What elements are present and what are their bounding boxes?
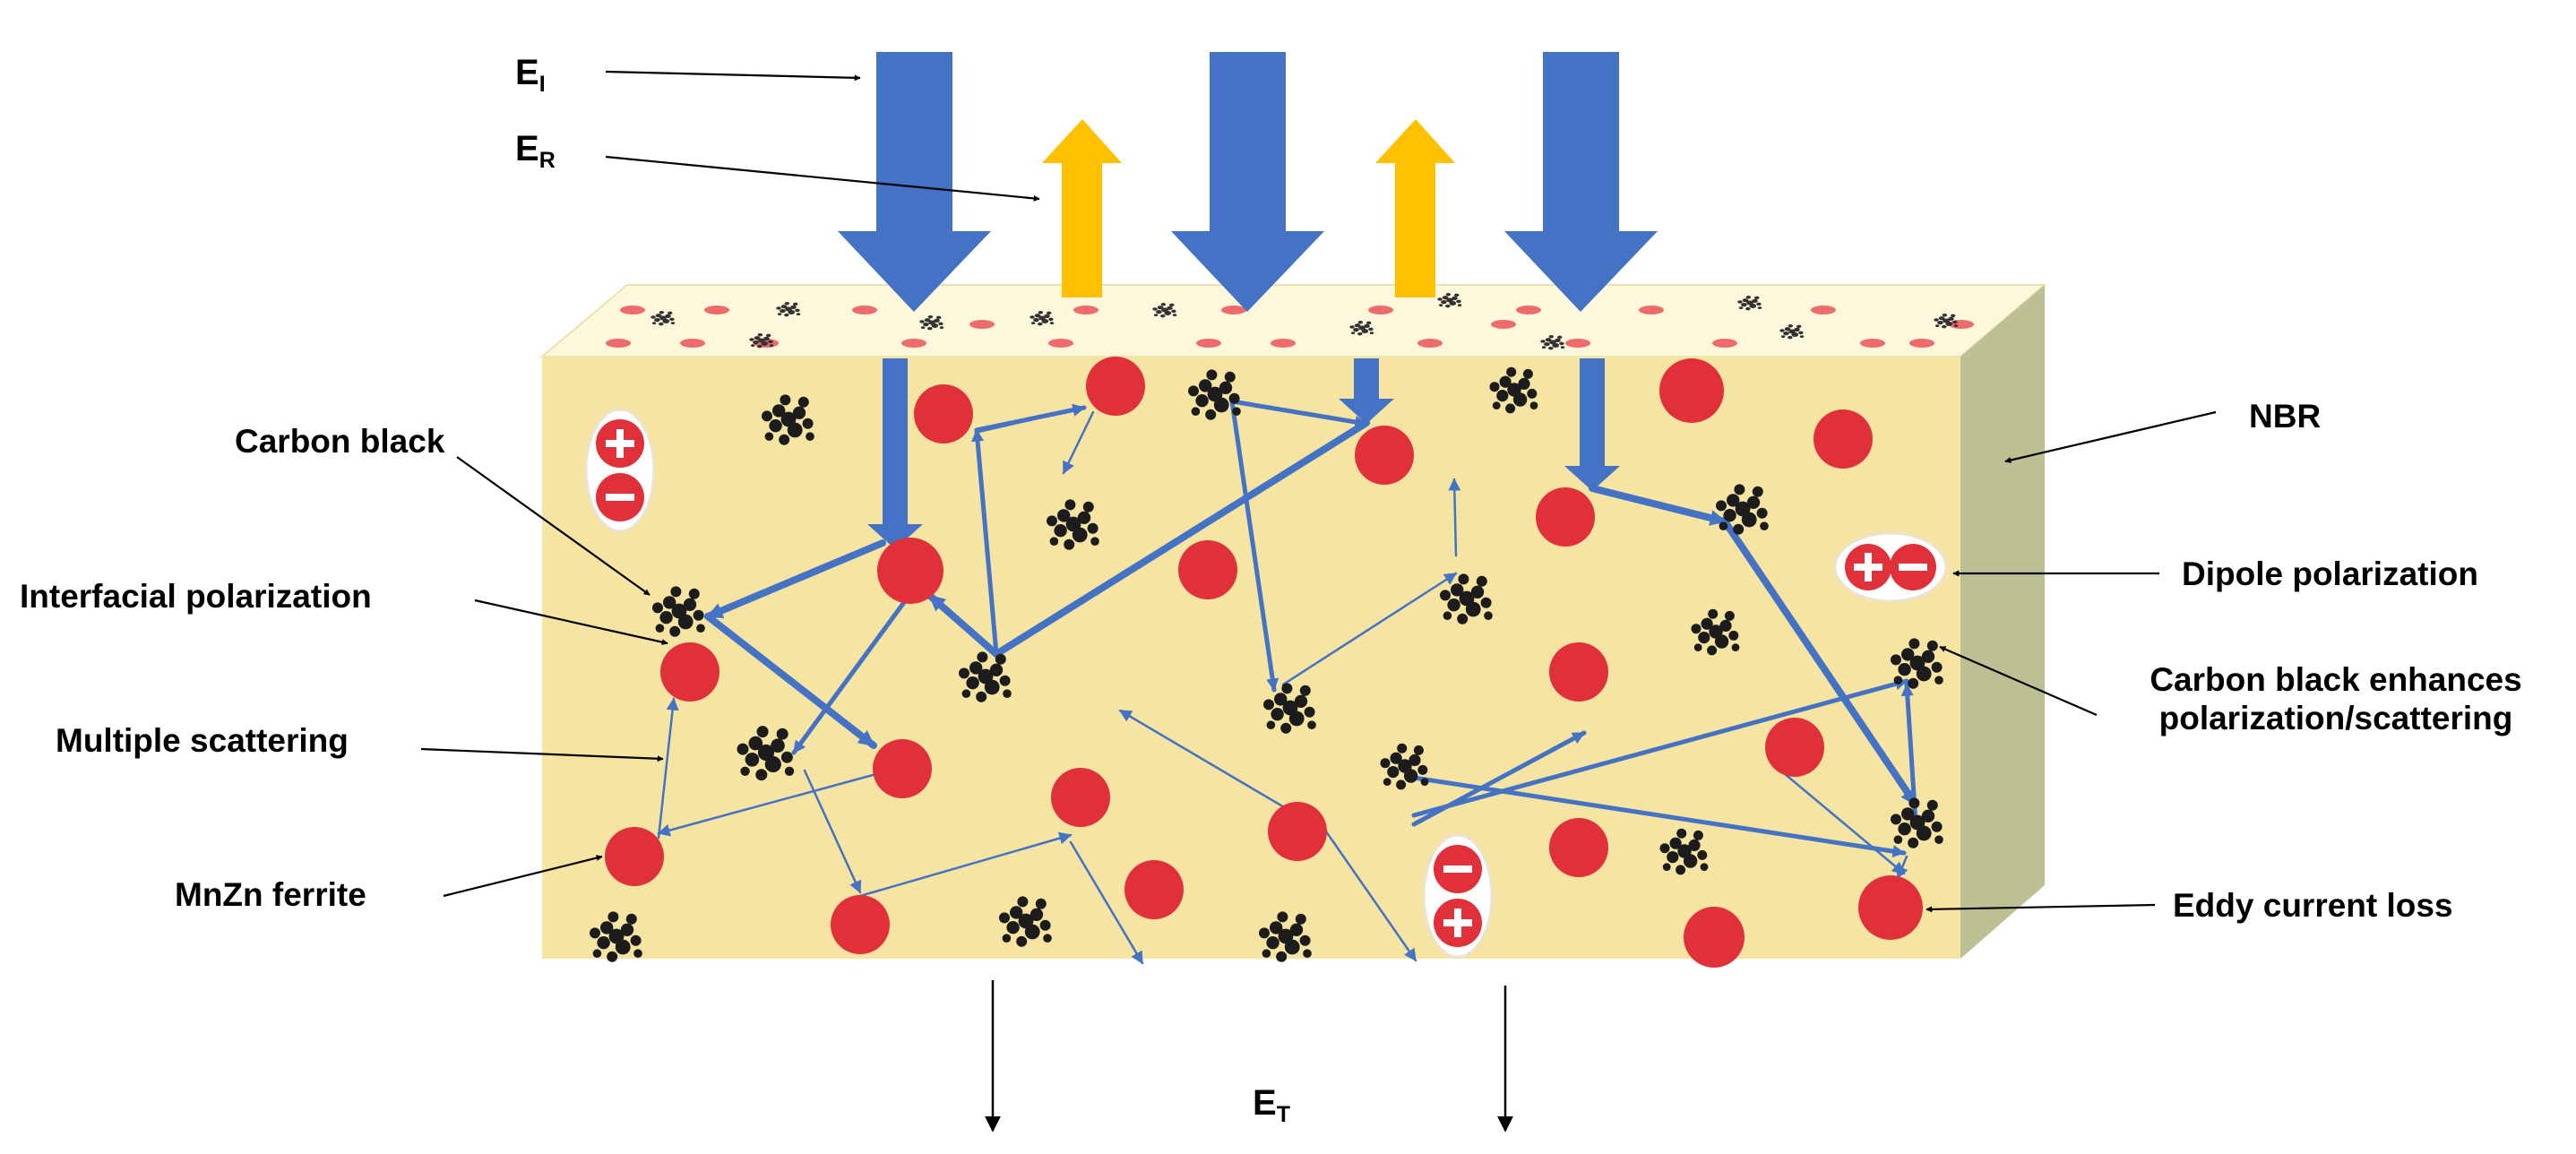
callout-multiple-scattering <box>420 747 664 762</box>
scattering-paths-thick <box>704 419 1919 808</box>
callout-reflected <box>605 155 1040 202</box>
reflected-wave-arrows <box>1042 119 1455 297</box>
reflected-subscript: R <box>538 148 556 173</box>
penetrating-waves <box>867 358 1620 549</box>
label-dipole-polarization: Dipole polarization <box>2182 555 2478 592</box>
incident-arrow-2 <box>1171 52 1324 312</box>
label-incident-wave: EI <box>515 52 546 98</box>
matrix-front-face <box>542 357 1960 959</box>
dipole-right <box>1833 531 1948 603</box>
surface-particles <box>606 292 1974 350</box>
scattering-paths-thin <box>657 403 1908 965</box>
label-multiple-scattering: Multiple scattering <box>56 722 349 759</box>
label-transmitted-wave: ET <box>1253 1082 1290 1128</box>
nbr-matrix-block <box>539 284 2047 959</box>
reflected-symbol: E <box>515 129 539 168</box>
reflected-arrow-2 <box>1375 119 1455 297</box>
incident-symbol: E <box>515 53 539 92</box>
callout-interfacial <box>474 599 668 646</box>
incident-wave-arrows <box>838 52 1658 312</box>
transmitted-subscript: T <box>1276 1102 1290 1127</box>
incident-arrow-1 <box>838 52 991 312</box>
label-interfacial-polarization: Interfacial polarization <box>20 578 372 615</box>
incident-subscript: I <box>538 72 546 97</box>
label-nbr: NBR <box>2249 398 2322 435</box>
transmitted-symbol: E <box>1253 1083 1277 1123</box>
callout-lines <box>420 70 2217 913</box>
label-reflected-wave: ER <box>515 128 556 174</box>
label-cb-enhances: Carbon black enhances polarization/scatt… <box>2107 661 2564 737</box>
label-carbon-black: Carbon black <box>235 423 445 460</box>
callout-eddy-current <box>1926 903 2156 913</box>
dipole-top-left <box>584 408 656 533</box>
dipole-bottom <box>1422 833 1494 959</box>
callout-carbon-black <box>456 456 650 596</box>
callout-cb-enhances <box>1939 645 2098 717</box>
transmitted-wave-arrows <box>985 980 1513 1132</box>
scattering-paths-medium <box>791 399 1918 858</box>
callout-mnzn-ferrite <box>443 855 603 898</box>
label-cb-enhances-line2: polarization/scattering <box>2158 699 2513 736</box>
mnzn-ferrite-particles <box>605 357 1923 968</box>
matrix-side-face <box>1960 285 2045 959</box>
label-eddy-current-loss: Eddy current loss <box>2173 887 2453 924</box>
label-mnzn-ferrite: MnZn ferrite <box>175 876 366 913</box>
label-cb-enhances-line1: Carbon black enhances <box>2150 661 2522 698</box>
callout-incident <box>605 70 861 82</box>
callout-nbr <box>2004 410 2217 463</box>
reflected-arrow-1 <box>1042 119 1122 297</box>
incident-arrow-3 <box>1504 52 1658 312</box>
